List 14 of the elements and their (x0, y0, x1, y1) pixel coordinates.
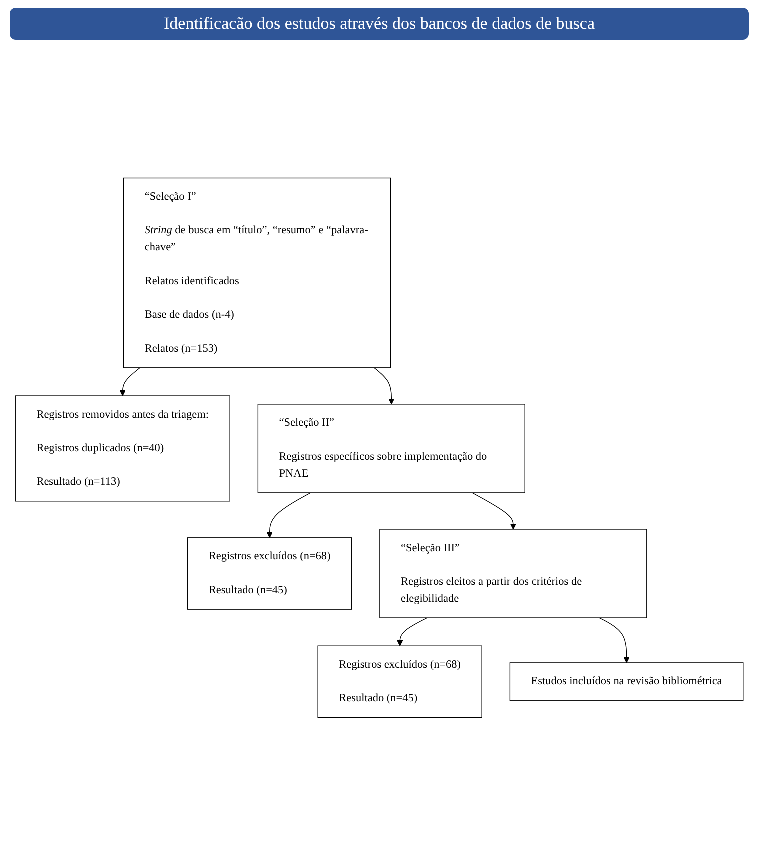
node-box: Registros removidos antes da triagem: Registros duplicados (n=40) Resultado (n=113) (15, 396, 230, 502)
node-box: Estudos incluídos na revisão bibliométrica (510, 662, 744, 702)
arrow (397, 618, 428, 646)
arrow (266, 492, 312, 538)
arrow (374, 368, 395, 405)
arrow (599, 618, 630, 664)
node-box: “Seleção I” String de busca em “título”, “resumo” e “palavra-chave” Relatos identificados Base de dados (n-4) Relatos (n=153) (123, 178, 392, 368)
arrow (472, 492, 517, 530)
node-box: “Seleção II” Registros específicos sobre implementação do PNAE (258, 404, 526, 494)
node-box: Registros excluídos (n=68) Resultado (n=45) (318, 646, 482, 718)
arrow (120, 368, 141, 396)
title-banner: Identificacão dos estudos através dos bancos de dados de busca (10, 8, 749, 40)
node-box: Registros excluídos (n=68) Resultado (n=45) (188, 538, 352, 610)
node-box: “Seleção III” Registros eleitos a partir dos critérios de elegibilidade (380, 529, 648, 618)
